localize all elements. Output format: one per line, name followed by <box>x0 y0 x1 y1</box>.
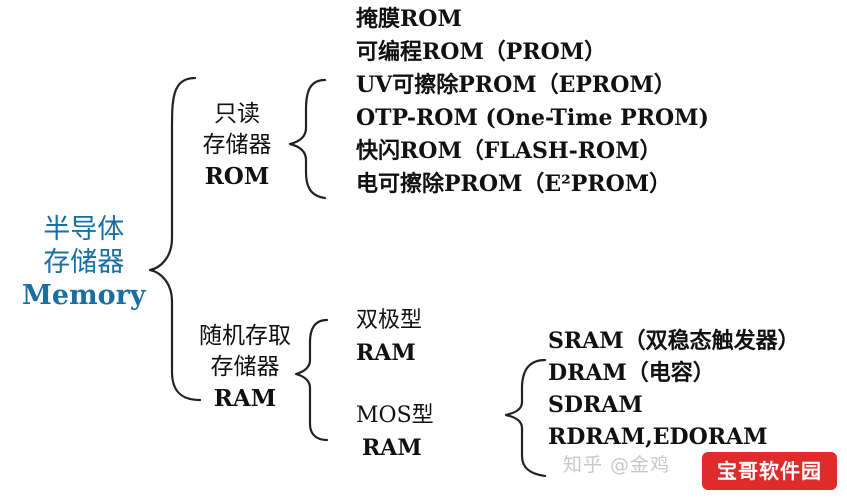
root-line-2: 存储器 <box>43 247 125 278</box>
rom-item: 快闪ROM（FLASH-ROM） <box>356 138 662 164</box>
bipolar-ram-node: 双极型 RAM <box>356 308 423 366</box>
bipolar-line-1: 双极型 <box>356 308 423 333</box>
rom-line-3: ROM <box>204 163 270 190</box>
rom-group-node: 只读 存储器 ROM <box>192 101 282 190</box>
root-node: 半导体 存储器 Memory <box>22 216 146 309</box>
mos-item: RDRAM,EDORAM <box>548 424 768 450</box>
site-logo: 宝哥软件园 <box>702 452 837 490</box>
rom-item: UV可擦除PROM（EPROM） <box>356 72 676 98</box>
ram-bracket <box>294 318 329 442</box>
root-line-1: 半导体 <box>43 214 125 245</box>
ram-line-2: 存储器 <box>210 354 280 380</box>
mos-line-2: RAM <box>362 435 422 461</box>
mos-item: DRAM（电容） <box>548 360 715 386</box>
mos-item: SDRAM <box>548 392 643 418</box>
mos-bracket <box>504 358 547 478</box>
mos-line-1: MOS型 <box>356 403 434 428</box>
rom-bracket <box>288 78 327 200</box>
ram-group-node: 随机存取 存储器 RAM <box>190 323 300 412</box>
mos-ram-node: MOS型 RAM <box>356 403 434 461</box>
rom-item: 掩膜ROM <box>356 6 462 32</box>
rom-item: 电可擦除PROM（E²PROM） <box>356 171 672 197</box>
rom-item: OTP-ROM (One-Time PROM) <box>356 105 709 131</box>
ram-line-1: 随机存取 <box>199 323 291 349</box>
rom-line-2: 存储器 <box>202 132 272 158</box>
rom-line-1: 只读 <box>214 101 260 127</box>
rom-item: 可编程ROM（PROM） <box>356 39 607 65</box>
zhihu-watermark: 知乎 @金鸡 <box>563 454 671 476</box>
root-line-3: Memory <box>22 280 146 311</box>
root-bracket <box>148 76 202 402</box>
bipolar-line-2: RAM <box>356 340 416 366</box>
mos-item: SRAM（双稳态触发器） <box>548 328 800 354</box>
ram-line-3: RAM <box>213 385 277 412</box>
